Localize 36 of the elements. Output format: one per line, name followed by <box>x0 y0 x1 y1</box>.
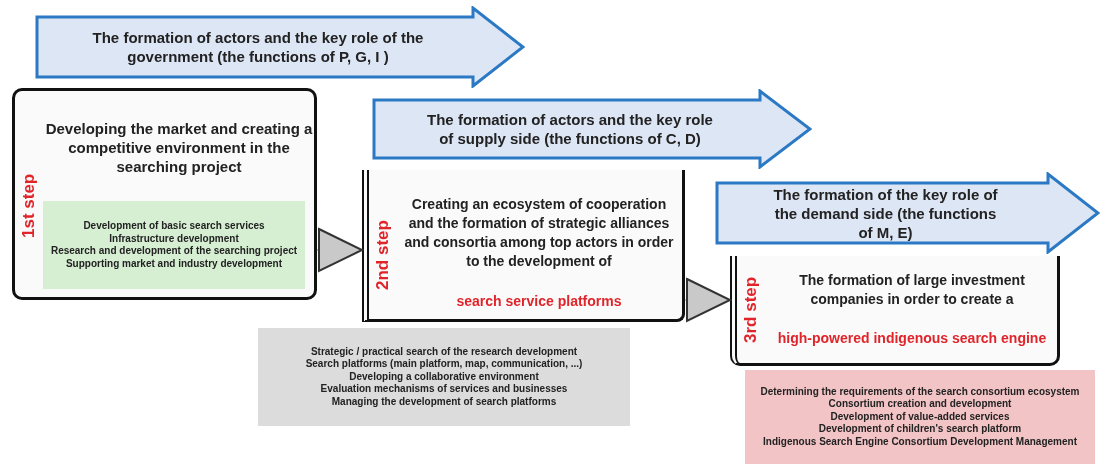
step-frame <box>362 170 685 322</box>
list-item: Indigenous Search Engine Consortium Development Management <box>763 435 1077 449</box>
list-item: Managing the development of search platforms <box>331 395 557 409</box>
highlighted-text: high-powered indigenous search engine <box>776 328 1048 348</box>
step-frame <box>730 256 1060 366</box>
arrow-banner <box>372 89 812 169</box>
step-label: 1st step <box>19 172 39 241</box>
banner-text: The formation of actors and the key role of supply side (the functions of C, D) <box>426 110 714 149</box>
list-item: Development of value-added services <box>830 410 1010 424</box>
task-list-box <box>43 201 305 289</box>
step-label: 2nd step <box>373 219 393 292</box>
arrow-banner <box>715 172 1100 254</box>
step-frame <box>12 88 317 300</box>
list-item: Evaluation mechanisms of services and businesses <box>320 383 568 396</box>
arrow-banner <box>35 6 525 88</box>
step-label: 3rd step <box>741 275 761 346</box>
task-list-box <box>258 328 630 426</box>
task-list-box <box>745 370 1095 464</box>
list-item: Determining the requirements of the search consortium ecosystem <box>760 385 1080 399</box>
list-item: Research and development of the searching project <box>50 245 298 258</box>
list-item: Development of children's search platform <box>818 423 1022 436</box>
list-item: Infrastructure development <box>109 232 239 245</box>
step-description: Developing the market and creating a competitive environment in the searching project <box>44 118 314 177</box>
list-item: Search platforms (main platform, map, communication, ...) <box>305 358 583 371</box>
banner-text: The formation of actors and the key role of the government (the functions of P, G, I ) <box>91 28 425 67</box>
step-description: The formation of large investment companies in order to create a <box>798 271 1026 309</box>
triangle-arrow <box>316 228 363 272</box>
highlighted-text: search service platforms <box>455 291 623 311</box>
banner-text: The formation of the key role of the demand side (the functions of M, E) <box>772 184 999 243</box>
step-description: Creating an ecosystem of cooperation and the formation of strategic alliances and consortia among top actors in order to the development of <box>403 195 675 271</box>
triangle-arrow <box>684 278 731 322</box>
list-item: Strategic / practical search of the research development <box>310 345 578 359</box>
list-item: Consortium creation and development <box>828 398 1012 411</box>
list-item: Supporting market and industry development <box>65 257 283 270</box>
list-item: Developing a collaborative environment <box>349 370 539 384</box>
list-item: Development of basic search services <box>83 220 265 233</box>
